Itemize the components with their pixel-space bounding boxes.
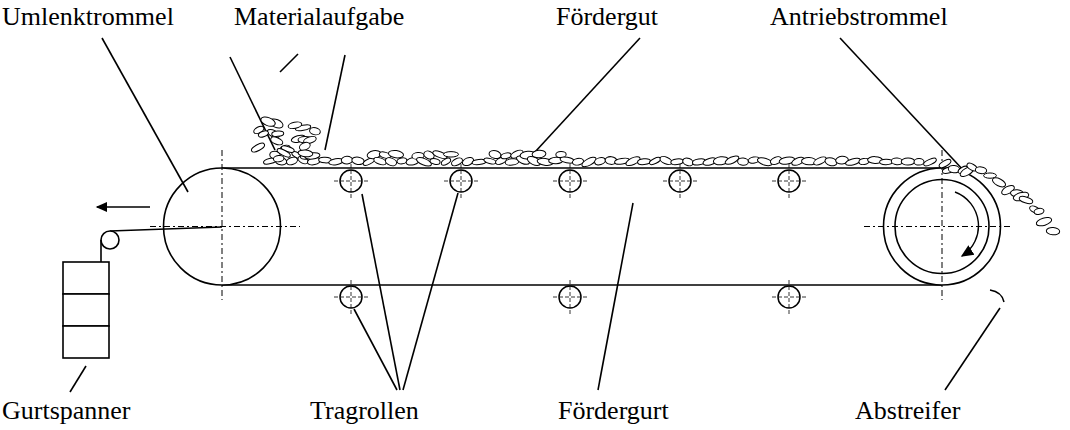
center-line [680,164,681,198]
center-line [789,164,790,198]
bulk-material [397,157,408,164]
bulk-material [388,150,404,159]
center-line [663,181,697,182]
part-label: Antriebstrommel [770,2,948,32]
rotation-arrow [955,192,978,256]
bulk-material [440,157,451,167]
leader-line [325,55,345,150]
center-line [150,226,300,227]
leader-line [354,309,397,390]
leader-line [280,54,298,72]
weight-block [63,326,109,358]
bulk-material [648,156,661,166]
part-label: Materialaufgabe [234,2,404,32]
bulk-material [991,176,1007,189]
center-line [772,181,806,182]
leader-line [598,203,633,390]
part-label: Umlenktrommel [2,2,174,32]
leader-line [840,38,965,172]
leader-line [403,193,458,390]
center-line [351,280,352,314]
bulk-material [500,152,511,160]
center-line [351,164,352,198]
leader-line [945,308,1000,390]
bulk-material [1018,195,1033,205]
part-label: Fördergurt [558,396,669,426]
bulk-material [1034,208,1045,216]
bulk-material [450,156,463,167]
weight-block [63,262,109,294]
bulk-material [670,158,683,165]
bulk-material [594,156,607,166]
leader-line [362,194,400,390]
center-line [570,164,571,198]
bulk-material [429,158,440,165]
tension-rope [100,240,102,262]
scraper [990,290,1004,302]
center-line [553,297,587,298]
bulk-material [288,121,303,130]
weight-block [63,294,109,326]
belt-bottom [222,284,942,286]
part-label: Fördergut [556,2,658,32]
tension-arrow [97,206,150,207]
center-line [553,181,587,182]
bulk-material [975,166,987,174]
bulk-material [923,157,938,168]
center-line [570,280,571,314]
bulk-material [532,150,546,158]
bulk-material [250,142,265,154]
bulk-material [1046,227,1060,235]
bulk-material [901,158,915,165]
center-line [864,226,1012,227]
tension-pulley [101,231,119,249]
bulk-material [443,152,458,157]
part-label: Abstreifer [855,396,960,426]
bulk-material [1035,216,1052,228]
center-line [789,280,790,314]
bulk-material [309,127,321,136]
bulk-material [737,158,748,166]
center-line [222,150,223,300]
bulk-material [270,135,284,146]
tension-rope [110,227,222,231]
part-label: Gurtspanner [2,396,131,426]
leader-line [70,366,86,392]
bulk-material [914,158,924,165]
bulk-material [298,149,313,157]
part-label: Tragrollen [310,396,419,426]
bulk-material [637,158,650,165]
bulk-material [880,159,893,165]
bulk-material [258,130,270,139]
leader-line [102,38,188,192]
center-line [334,297,368,298]
bulk-material [272,131,284,137]
belt-top [222,167,942,169]
bulk-material [273,155,284,163]
leader-line [535,38,640,152]
center-line [334,181,368,182]
center-line [444,181,478,182]
bulk-material [341,156,353,164]
center-line [461,164,462,198]
hopper-wall [230,57,275,150]
center-line [772,297,806,298]
